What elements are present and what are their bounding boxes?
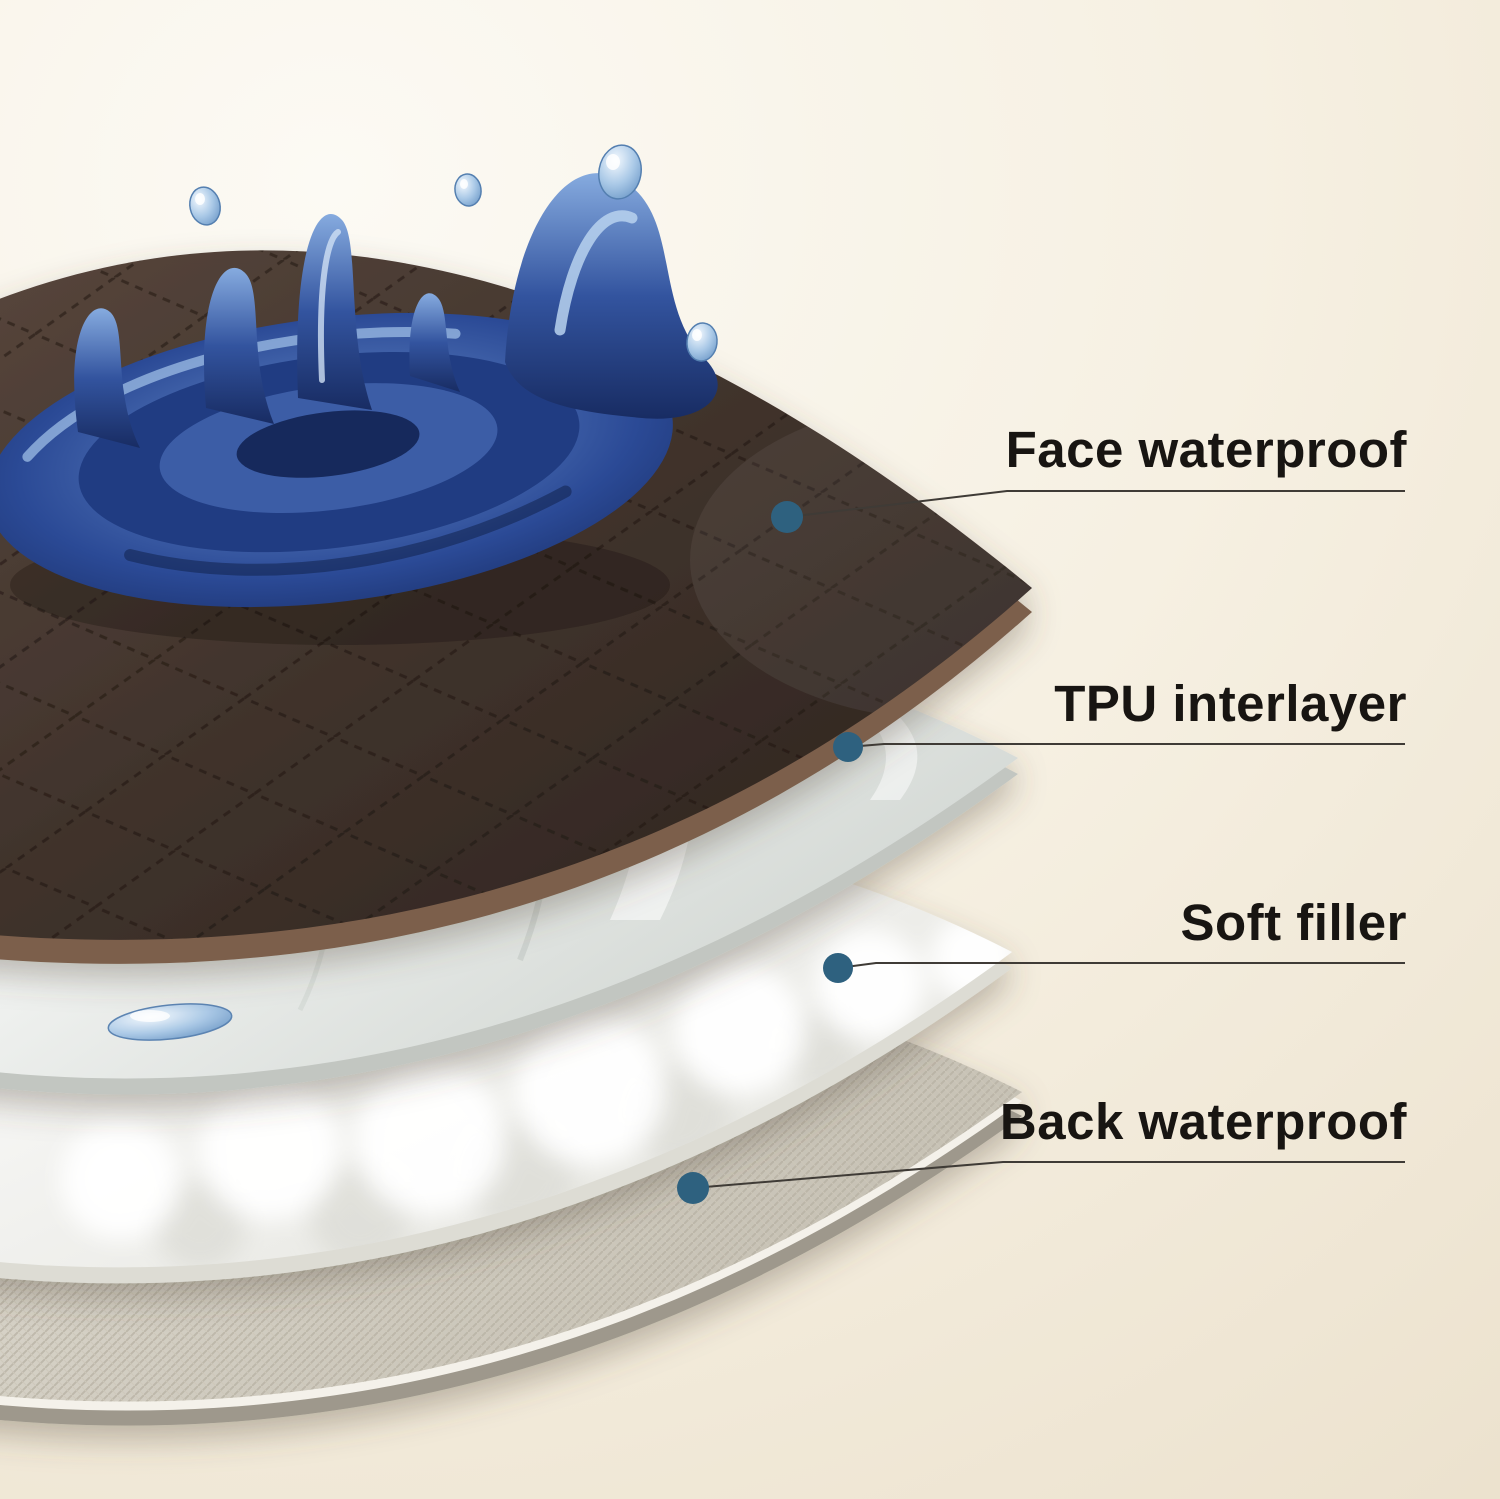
leader-line-back (692, 1161, 1405, 1189)
splash-droplets (189, 144, 718, 362)
splash-spikes (74, 173, 718, 448)
label-soft-filler: Soft filler (1180, 894, 1407, 951)
callout-dot-filler (823, 953, 853, 983)
callout-dots (677, 501, 863, 1204)
water-splash (0, 144, 718, 608)
callout-dot-back (677, 1172, 709, 1204)
leader-line-face (786, 490, 1405, 518)
callout-dot-tpu (833, 732, 863, 762)
label-back-waterproof: Back waterproof (999, 1093, 1407, 1150)
callout-dot-face (771, 501, 803, 533)
label-tpu-interlayer: TPU interlayer (1054, 675, 1407, 732)
label-face-waterproof: Face waterproof (1005, 421, 1407, 478)
splash-ring (0, 312, 673, 608)
